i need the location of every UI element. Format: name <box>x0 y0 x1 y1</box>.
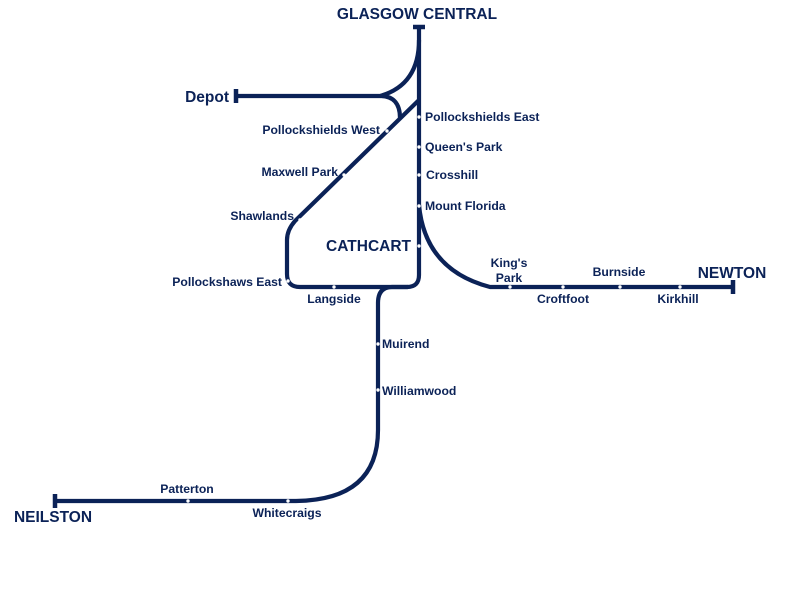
terminal-bars <box>52 24 736 508</box>
track-west-curve <box>236 39 422 99</box>
station-dots <box>186 115 682 503</box>
label-williamwood: Williamwood <box>382 384 456 398</box>
station-dot-patterton <box>186 499 190 503</box>
station-dot-pollokshaws-east <box>286 279 290 283</box>
track-lines <box>55 27 733 504</box>
station-dot-kirkhill <box>678 285 682 289</box>
label-croftfoot: Croftfoot <box>537 292 589 306</box>
station-dot-mount-florida <box>417 204 421 208</box>
label-newton: NEWTON <box>698 265 767 282</box>
station-dot-pollokshields-east <box>417 115 421 119</box>
track-neilston <box>55 284 408 504</box>
station-dot-muirend <box>376 342 380 346</box>
label-pollokshaws-east: Pollockshaws East <box>172 275 282 289</box>
station-dot-croftfoot <box>561 285 565 289</box>
station-dot-kings-park <box>508 285 512 289</box>
station-dot-cathcart <box>417 244 421 248</box>
station-dot-crosshill <box>417 173 421 177</box>
station-dot-williamwood <box>376 388 380 392</box>
label-mount-florida: Mount Florida <box>425 199 506 213</box>
label-neilston: NEILSTON <box>14 509 92 526</box>
station-dot-shawlands <box>298 218 302 222</box>
label-langside: Langside <box>307 292 361 306</box>
track-depot-curve <box>379 93 403 119</box>
station-dot-burnside <box>618 285 622 289</box>
station-dot-langside <box>332 285 336 289</box>
track-newton <box>416 204 733 290</box>
label-muirend: Muirend <box>382 337 429 351</box>
label-shawlands: Shawlands <box>230 209 294 223</box>
label-maxwell-park: Maxwell Park <box>261 165 338 179</box>
label-queens-park: Queen's Park <box>425 140 503 154</box>
station-dot-queens-park <box>417 145 421 149</box>
track-trunk <box>284 27 422 290</box>
label-whitecraigs: Whitecraigs <box>252 506 321 520</box>
station-dot-pollokshields-west <box>385 129 389 133</box>
label-patterton: Patterton <box>160 482 214 496</box>
label-cathcart: CATHCART <box>326 238 411 255</box>
label-pollokshields-west: Pollockshields West <box>262 123 380 137</box>
label-depot: Depot <box>185 89 229 106</box>
station-dot-maxwell-park <box>342 173 346 177</box>
label-kings-park-line2: Park <box>496 271 523 285</box>
label-burnside: Burnside <box>593 265 646 279</box>
label-kings-park-line1: King's <box>491 256 528 270</box>
label-pollokshields-east: Pollockshields East <box>425 110 539 124</box>
label-kirkhill: Kirkhill <box>657 292 698 306</box>
station-dot-whitecraigs <box>286 499 290 503</box>
label-glasgow-central: GLASGOW CENTRAL <box>337 6 497 23</box>
label-crosshill: Crosshill <box>426 168 478 182</box>
